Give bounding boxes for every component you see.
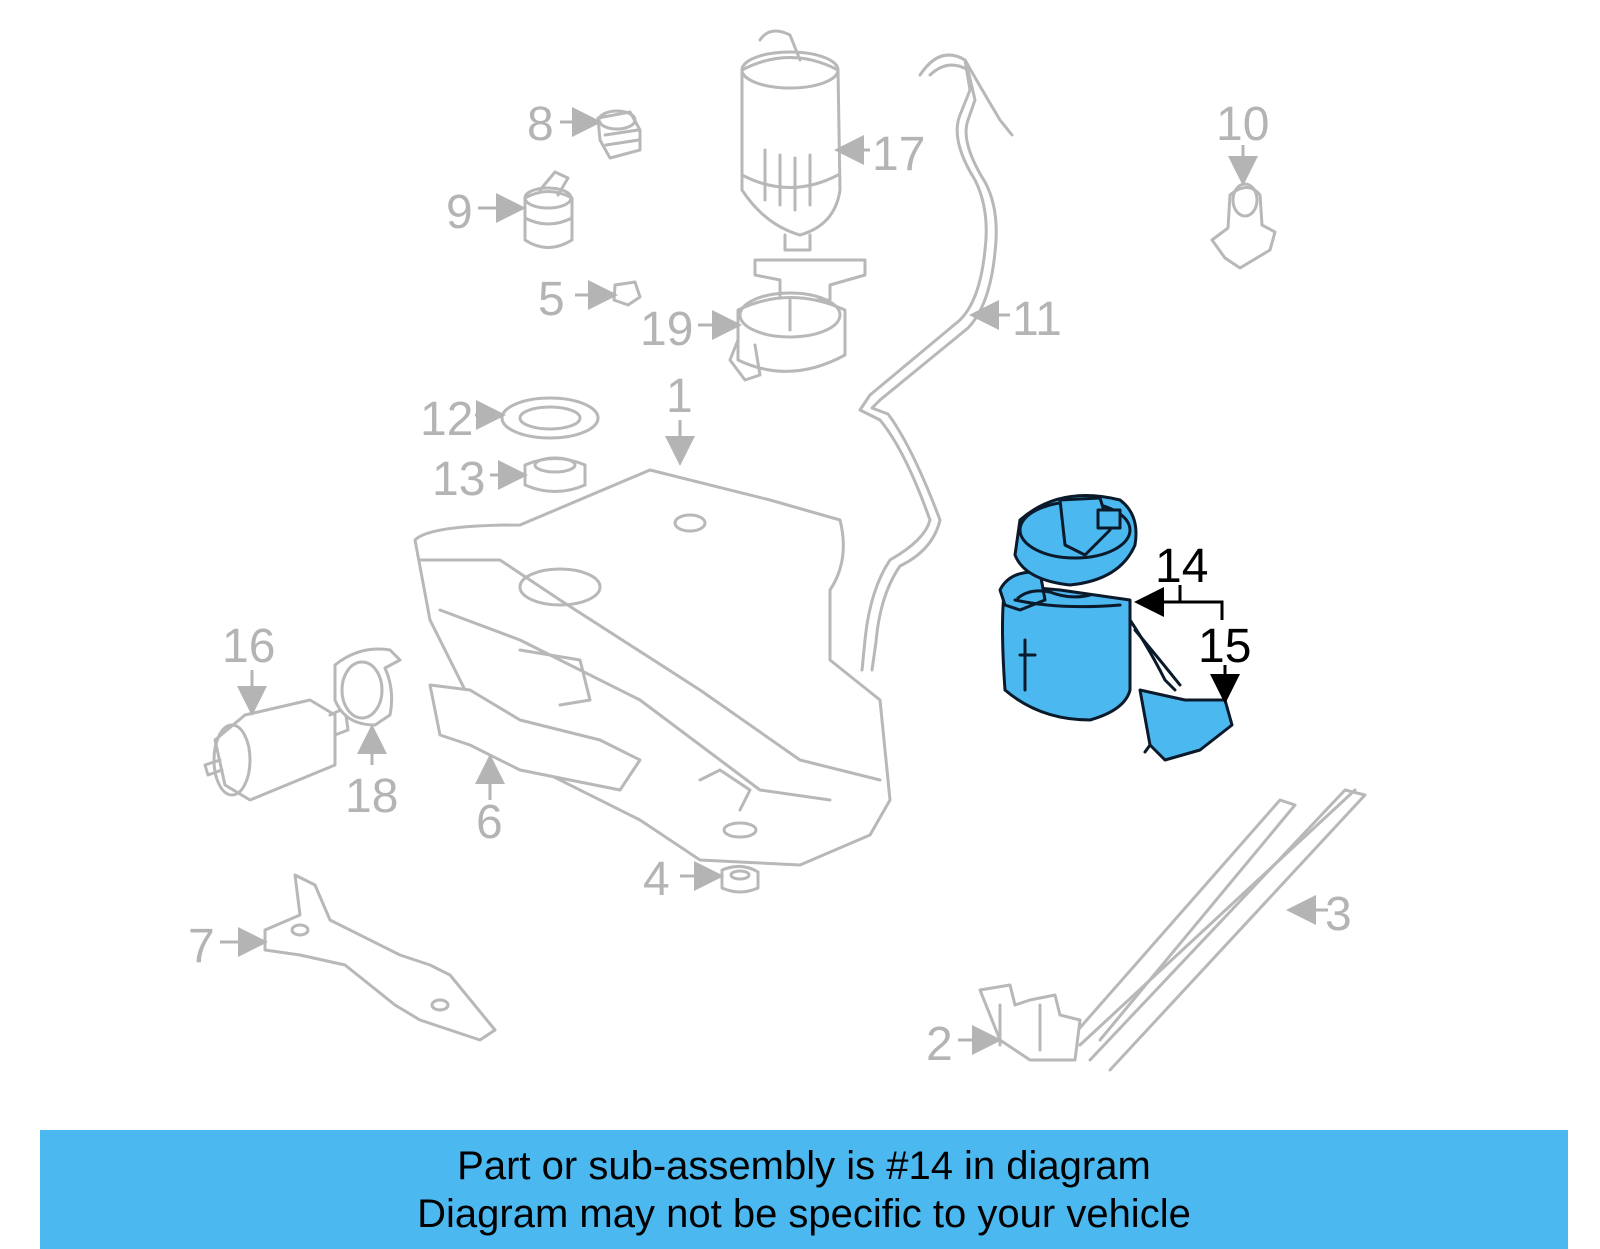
mounting-bracket-part-19 bbox=[728, 258, 867, 382]
valve-part-9 bbox=[523, 170, 574, 249]
callout-3: 3 bbox=[1325, 888, 1352, 941]
banner-line-part-number: Part or sub-assembly is #14 in diagram bbox=[457, 1144, 1151, 1188]
info-banner: Part or sub-assembly is #14 in diagram D… bbox=[40, 1130, 1568, 1249]
leader-lines-14-15 bbox=[1134, 585, 1240, 704]
callout-5: 5 bbox=[538, 273, 565, 326]
tank-strap-part-3 bbox=[1076, 788, 1367, 1072]
seal-ring-part-12 bbox=[500, 396, 600, 440]
connector-part-10 bbox=[1210, 182, 1277, 270]
fuel-filter-canister-part-17 bbox=[740, 29, 842, 252]
parts-diagram: 17 19 8 9 5 10 11 bbox=[188, 29, 1367, 1072]
strap-bracket-part-2 bbox=[978, 983, 1082, 1062]
callout-7: 7 bbox=[188, 920, 215, 973]
sender-bracket-part-15 bbox=[1138, 688, 1234, 762]
fuel-pump-module-part-14 bbox=[998, 494, 1182, 722]
callout-10: 10 bbox=[1216, 98, 1269, 151]
grommet-part-4 bbox=[720, 865, 760, 894]
callout-14: 14 bbox=[1155, 540, 1208, 593]
callout-6: 6 bbox=[476, 796, 503, 849]
banner-line-disclaimer: Diagram may not be specific to your vehi… bbox=[417, 1192, 1191, 1236]
callout-8: 8 bbox=[527, 98, 554, 151]
callout-15: 15 bbox=[1198, 620, 1251, 673]
cap-part-8 bbox=[596, 109, 642, 160]
mounting-bracket-part-7 bbox=[263, 873, 497, 1042]
callout-2: 2 bbox=[926, 1018, 953, 1071]
callout-4: 4 bbox=[643, 853, 670, 906]
callout-13: 13 bbox=[432, 453, 485, 506]
callout-12: 12 bbox=[420, 393, 473, 446]
heat-shield-part-6 bbox=[428, 683, 642, 792]
callout-18: 18 bbox=[345, 770, 398, 823]
callout-9: 9 bbox=[446, 186, 473, 239]
callout-1: 1 bbox=[666, 370, 693, 423]
nut-part-5 bbox=[612, 280, 642, 307]
callout-17: 17 bbox=[872, 128, 925, 181]
callout-19: 19 bbox=[640, 303, 693, 356]
callout-16: 16 bbox=[222, 620, 275, 673]
filter-clamp-part-18 bbox=[333, 647, 402, 727]
fuel-filter-part-16 bbox=[203, 698, 350, 802]
gasket-part-13 bbox=[523, 456, 587, 493]
callout-11: 11 bbox=[1012, 293, 1062, 346]
